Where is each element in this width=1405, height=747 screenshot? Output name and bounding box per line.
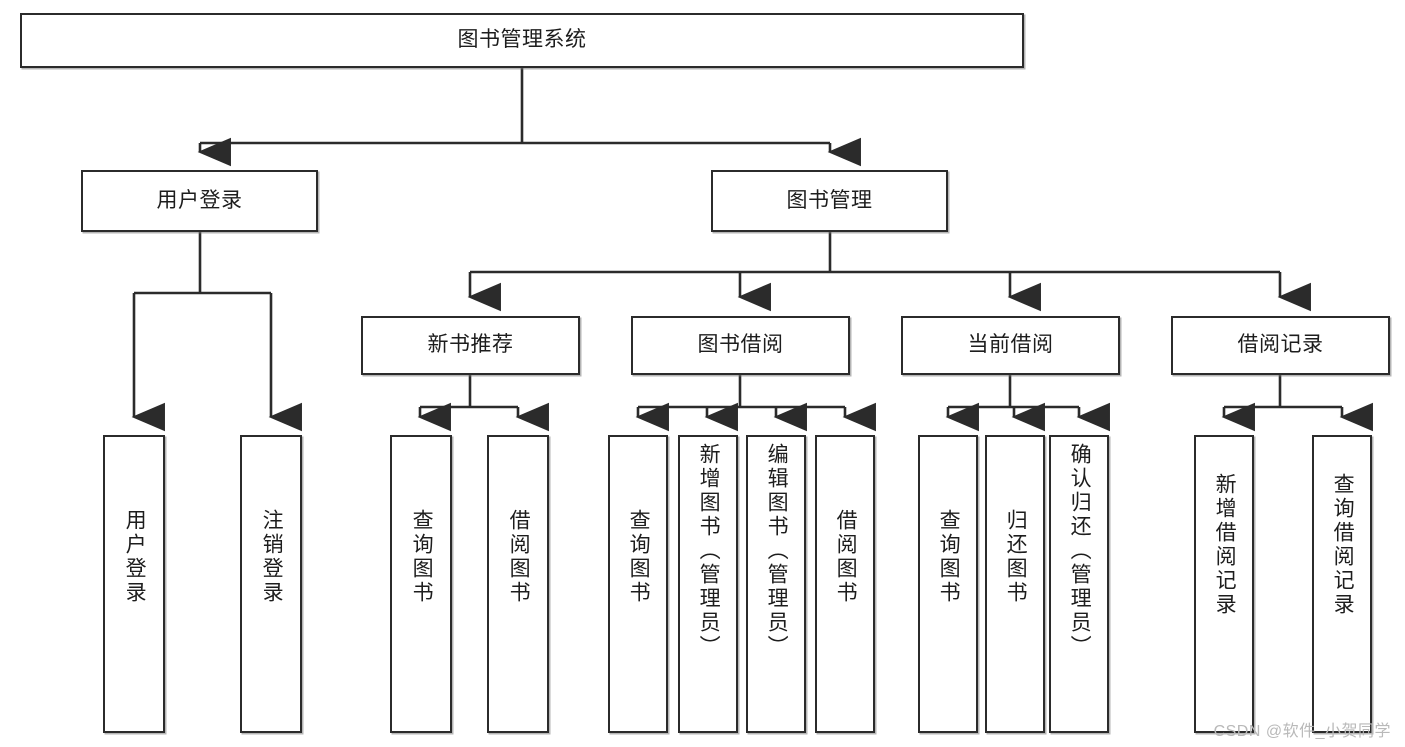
leaf-borrow-book-2-label: 借阅图书 [834, 509, 858, 605]
leaf-query-book-2-label: 查询图书 [627, 509, 651, 605]
node-book-manage[interactable]: 图书管理 [711, 170, 948, 232]
leaf-user-login-label: 用户登录 [123, 509, 147, 605]
leaf-add-book-label: 新增图书（管理员） [697, 443, 721, 659]
leaf-user-login[interactable]: 用户登录 [103, 435, 165, 733]
leaf-query-record[interactable]: 查询借阅记录 [1312, 435, 1372, 733]
leaf-confirm-return-label: 确认归还（管理员） [1068, 443, 1092, 659]
node-new-book-recommend[interactable]: 新书推荐 [361, 316, 580, 375]
leaf-query-record-label: 查询借阅记录 [1331, 473, 1355, 617]
leaf-add-record[interactable]: 新增借阅记录 [1194, 435, 1254, 733]
node-borrow-record[interactable]: 借阅记录 [1171, 316, 1390, 375]
leaf-query-book-2[interactable]: 查询图书 [608, 435, 668, 733]
leaf-query-book-3-label: 查询图书 [937, 509, 961, 605]
leaf-confirm-return[interactable]: 确认归还（管理员） [1049, 435, 1109, 733]
node-user-login-label: 用户登录 [156, 188, 243, 212]
leaf-borrow-book-1[interactable]: 借阅图书 [487, 435, 549, 733]
leaf-edit-book[interactable]: 编辑图书（管理员） [746, 435, 806, 733]
leaf-query-book-1-label: 查询图书 [410, 509, 434, 605]
leaf-user-logout[interactable]: 注销登录 [240, 435, 302, 733]
node-book-borrow[interactable]: 图书借阅 [631, 316, 850, 375]
node-new-book-recommend-label: 新书推荐 [427, 333, 514, 357]
node-book-borrow-label: 图书借阅 [697, 333, 784, 357]
leaf-edit-book-label: 编辑图书（管理员） [765, 443, 789, 659]
node-book-manage-label: 图书管理 [786, 188, 873, 212]
node-current-borrow-label: 当前借阅 [967, 333, 1054, 357]
node-current-borrow[interactable]: 当前借阅 [901, 316, 1120, 375]
node-root-label: 图书管理系统 [457, 28, 587, 52]
leaf-return-book-label: 归还图书 [1004, 509, 1028, 605]
leaf-add-record-label: 新增借阅记录 [1213, 473, 1237, 617]
leaf-query-book-3[interactable]: 查询图书 [918, 435, 978, 733]
node-root[interactable]: 图书管理系统 [20, 13, 1024, 68]
leaf-query-book-1[interactable]: 查询图书 [390, 435, 452, 733]
node-borrow-record-label: 借阅记录 [1237, 333, 1324, 357]
node-user-login[interactable]: 用户登录 [81, 170, 318, 232]
leaf-borrow-book-2[interactable]: 借阅图书 [815, 435, 875, 733]
leaf-add-book[interactable]: 新增图书（管理员） [678, 435, 738, 733]
leaf-user-logout-label: 注销登录 [260, 509, 284, 605]
watermark: CSDN @软件_小贺同学 [1213, 723, 1391, 740]
leaf-return-book[interactable]: 归还图书 [985, 435, 1045, 733]
leaf-borrow-book-1-label: 借阅图书 [507, 509, 531, 605]
